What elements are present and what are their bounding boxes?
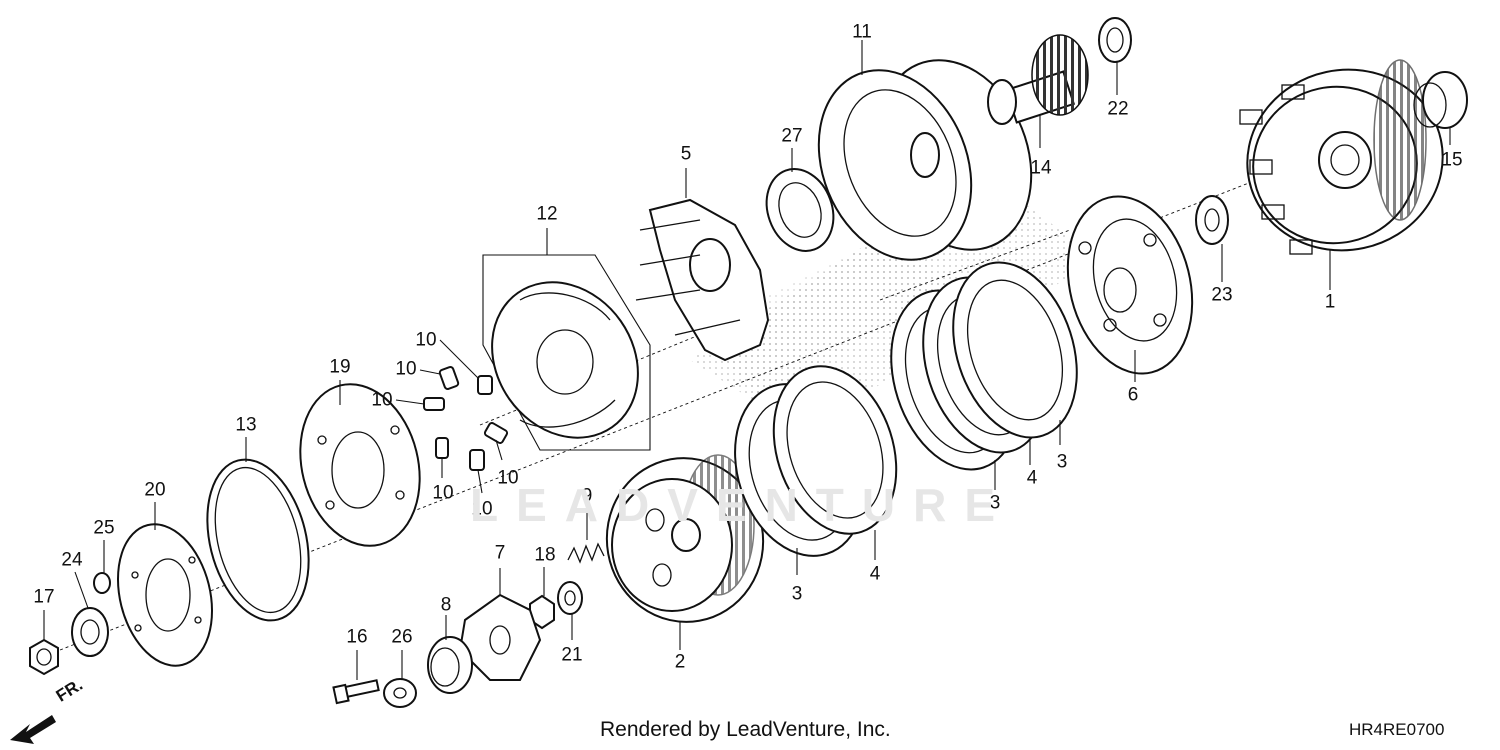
credit-text: Rendered by LeadVenture, Inc. [600, 718, 891, 741]
washer-24 [71, 607, 109, 657]
clutch-drum [817, 59, 1033, 261]
callout-16: 16 [346, 626, 368, 648]
clutch-plates-front [734, 365, 898, 557]
clutch-center [605, 454, 765, 623]
washer-21 [557, 581, 583, 615]
callout-6: 6 [1127, 384, 1139, 406]
callout-5: 5 [680, 143, 692, 165]
callout-25: 25 [93, 517, 115, 539]
callout-3-middle: 3 [989, 492, 1001, 514]
callout-13: 13 [235, 414, 257, 436]
primary-drive-gear [987, 34, 1089, 125]
weight-springs [423, 366, 509, 471]
bushing-15 [1413, 71, 1468, 129]
callout-3-front: 3 [791, 583, 803, 605]
diagram-code: HR4RE0700 [1349, 720, 1445, 739]
callout-1: 1 [1324, 291, 1336, 313]
thrust-washer-23 [1195, 195, 1229, 245]
callout-24: 24 [61, 549, 83, 571]
callout-21: 21 [561, 644, 583, 666]
callout-10-a: 10 [415, 329, 437, 351]
side-plate [116, 523, 214, 667]
callout-27: 27 [781, 125, 803, 147]
callout-15: 15 [1441, 149, 1463, 171]
watermark: LEADVENTURE [470, 479, 1014, 531]
callout-8: 8 [440, 594, 452, 616]
clutch-plates-rear [890, 261, 1078, 471]
bearing-26 [383, 678, 417, 708]
bolt-16 [332, 679, 380, 705]
thrust-washer-22 [1098, 17, 1132, 63]
callout-10-e: 10 [471, 498, 493, 520]
callout-23: 23 [1211, 284, 1233, 306]
callout-9: 9 [581, 485, 593, 507]
callout-12: 12 [536, 203, 558, 225]
callout-26: 26 [391, 626, 413, 648]
callout-17: 17 [33, 586, 55, 608]
callout-4-front: 4 [869, 563, 881, 585]
callout-20: 20 [144, 479, 166, 501]
callout-4-rear: 4 [1026, 467, 1038, 489]
spring-9 [567, 542, 605, 564]
callout-10-b: 10 [395, 358, 417, 380]
callout-22: 22 [1107, 98, 1129, 120]
one-way-clutch [765, 168, 835, 252]
pressure-plate [1066, 195, 1194, 375]
callout-11: 11 [852, 21, 872, 43]
callout-18: 18 [534, 544, 556, 566]
callout-10-f: 10 [497, 467, 519, 489]
clutch-outer-housing [1239, 59, 1444, 255]
lock-nut-17 [29, 638, 59, 676]
seal-ring [206, 458, 310, 622]
callout-10-d: 10 [432, 482, 454, 504]
clutch-weight-set [482, 254, 651, 451]
bearing-8 [427, 636, 473, 694]
front-arrow-icon [10, 715, 56, 744]
leader-lines [43, 40, 1451, 680]
callout-10-c: 10 [371, 389, 393, 411]
lining-plate [299, 383, 421, 547]
callout-7: 7 [494, 542, 506, 564]
callout-3-rear: 3 [1056, 451, 1068, 473]
callout-14: 14 [1030, 157, 1052, 179]
callout-19: 19 [329, 356, 351, 378]
drive-plate [635, 198, 770, 362]
washer-25 [93, 572, 111, 594]
callout-2: 2 [674, 651, 686, 673]
